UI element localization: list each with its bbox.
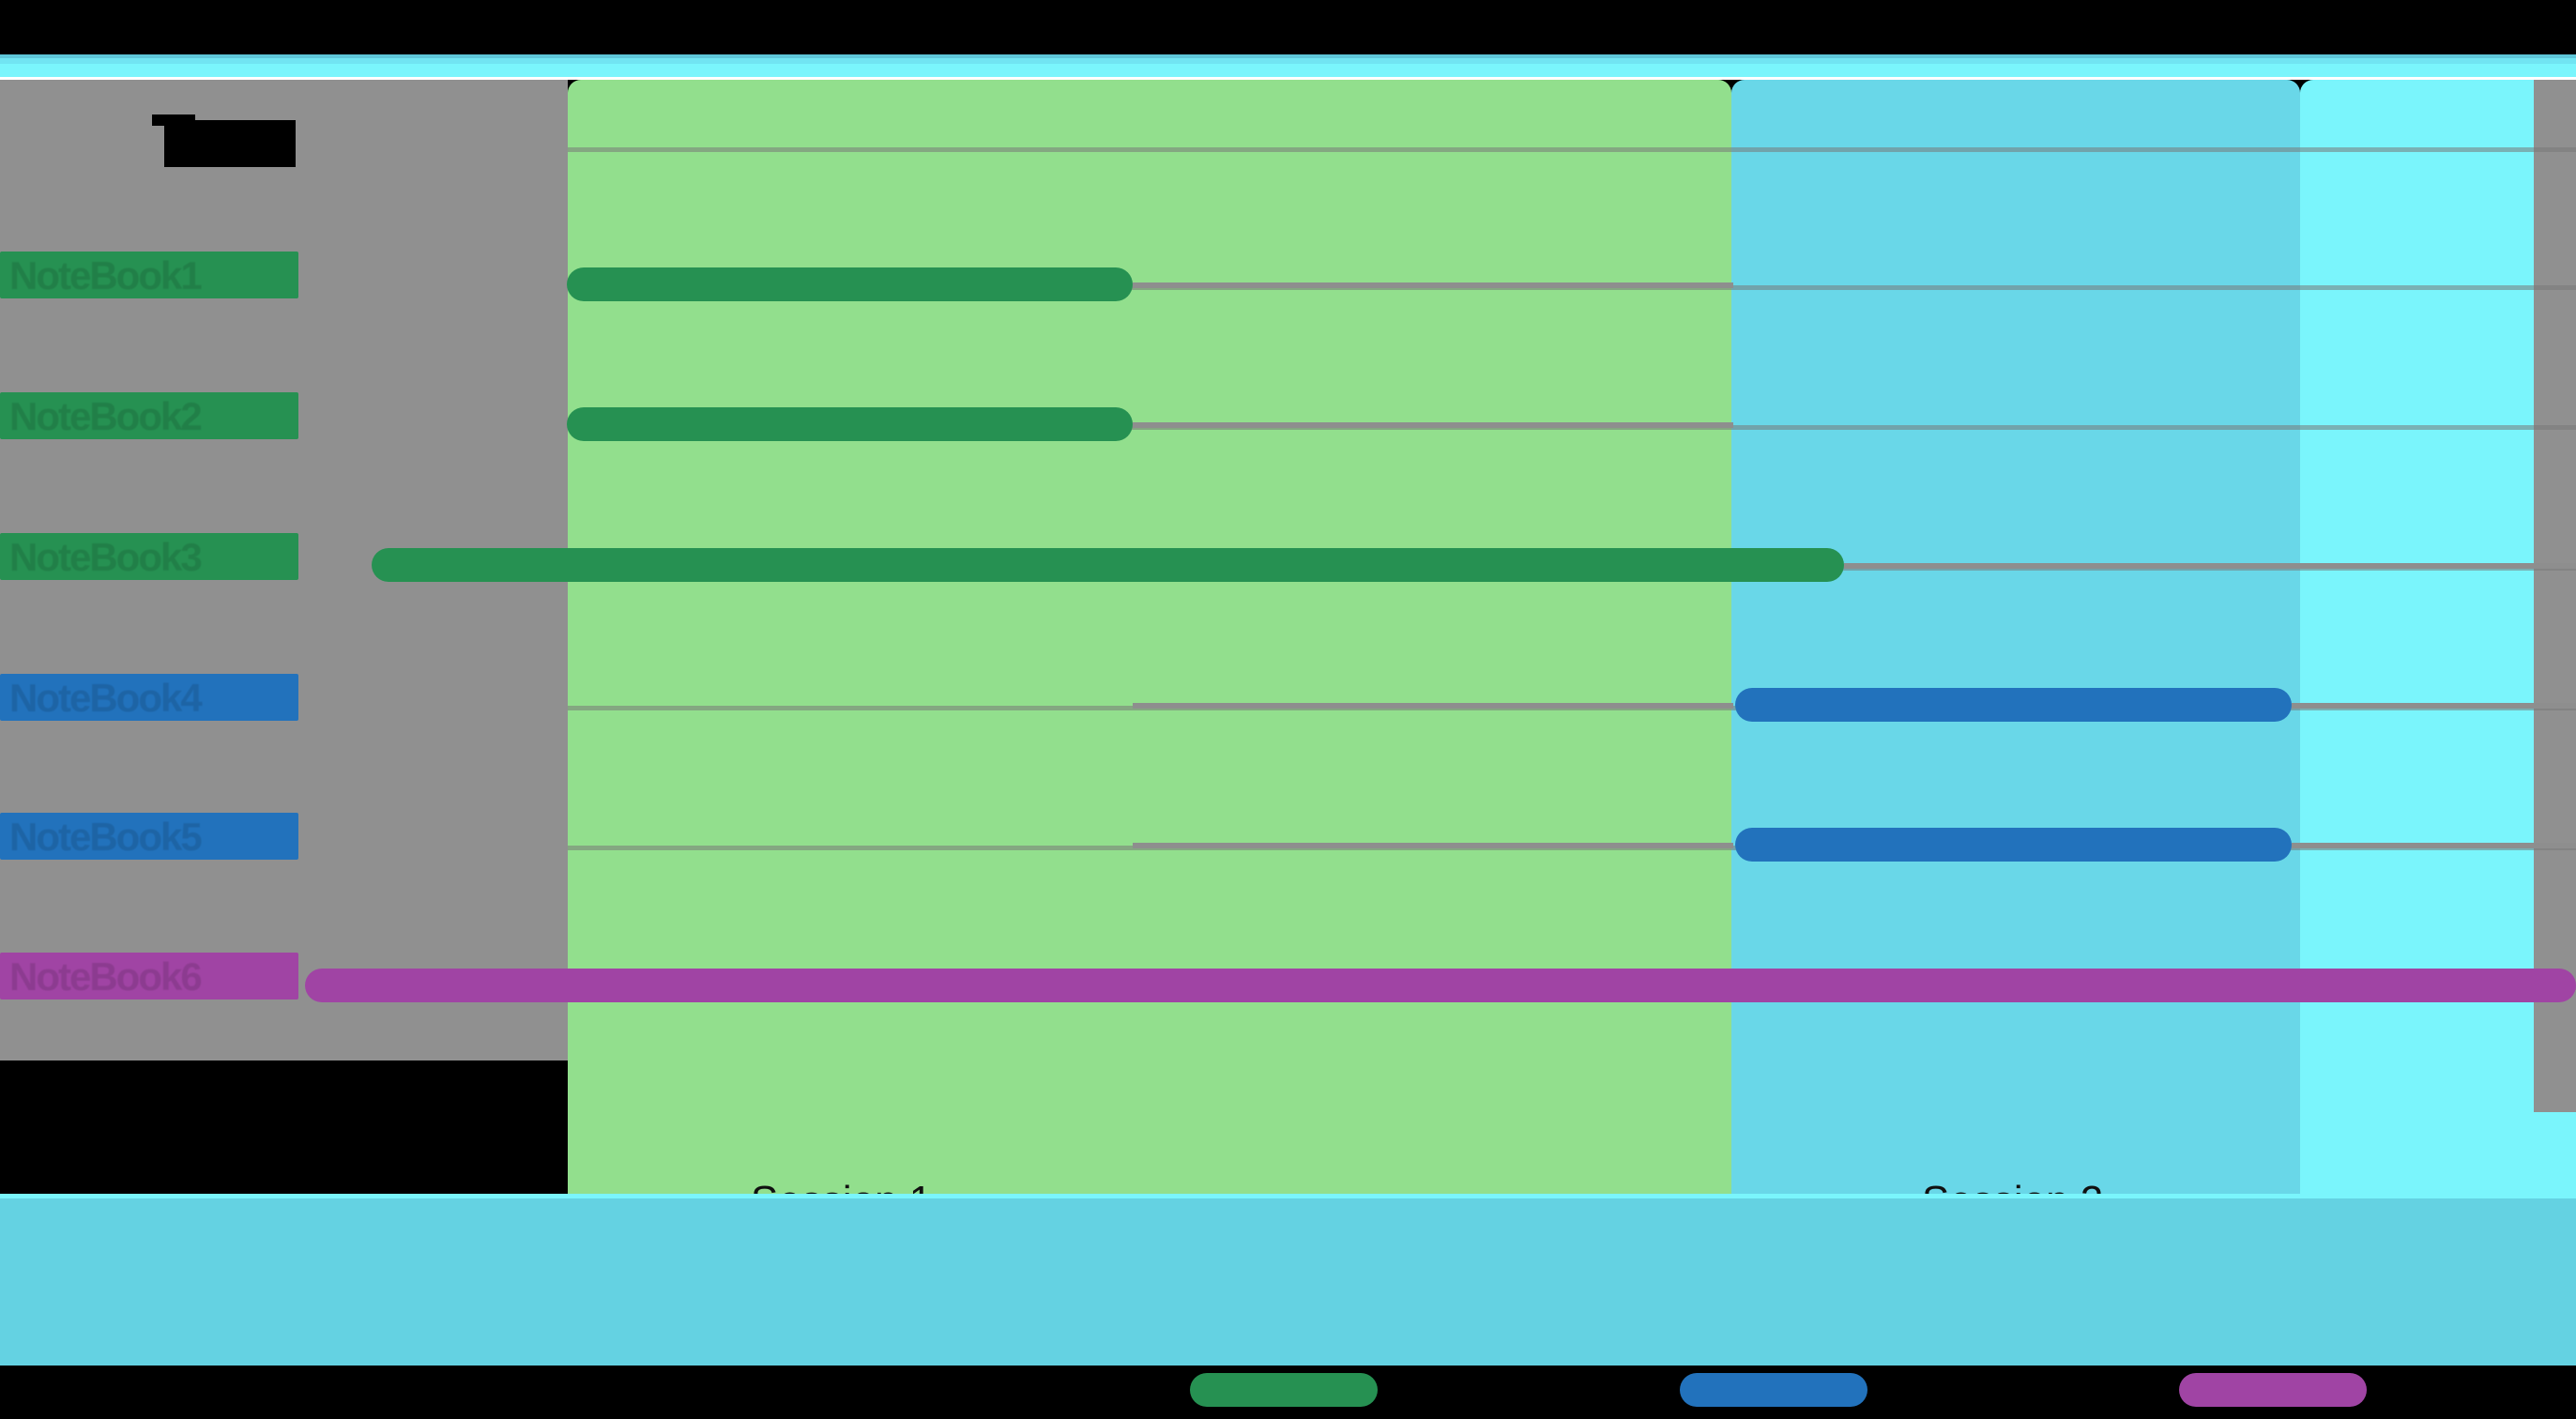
task-connector [1133, 703, 1733, 709]
top-strip-divider [0, 77, 2576, 80]
category-label-1-text: NoteBook2 [9, 394, 203, 438]
task-connector [1133, 282, 1733, 288]
session-band-2 [1731, 80, 2300, 1197]
category-label-2-text: NoteBook3 [9, 535, 203, 579]
task-connector [2292, 703, 2576, 709]
session-band-3 [2300, 80, 2576, 1197]
legend-swatch-blue-icon [1680, 1373, 1867, 1407]
session-band-1 [568, 80, 1731, 1197]
task-connector [1133, 843, 1733, 848]
category-label-0[interactable]: NoteBook1 [0, 252, 298, 298]
right-gutter [2534, 80, 2576, 1112]
legend-swatch-magenta-icon [2179, 1373, 2367, 1407]
gantt-bar-blue-2[interactable] [1735, 828, 2292, 862]
task-connector [2292, 843, 2576, 848]
chart-title-redacted [164, 120, 296, 167]
gantt-bar-green-3[interactable] [372, 548, 1844, 582]
category-label-5[interactable]: NoteBook6 [0, 953, 298, 999]
category-label-4-text: NoteBook5 [9, 815, 203, 859]
task-connector [1133, 422, 1733, 428]
category-label-4[interactable]: NoteBook5 [0, 813, 298, 860]
top-strip-3 [0, 64, 2576, 77]
bottom-band [0, 1198, 2576, 1367]
category-label-3-text: NoteBook4 [9, 676, 203, 720]
row-rule [568, 147, 2576, 152]
plot-area: Session 1 Session 2 [0, 80, 2576, 1224]
gantt-bar-blue-1[interactable] [1735, 688, 2292, 722]
gantt-bar-green-2[interactable] [567, 407, 1133, 441]
category-label-3[interactable]: NoteBook4 [0, 674, 298, 721]
category-label-5-text: NoteBook6 [9, 954, 203, 999]
top-strip-2 [0, 58, 2576, 64]
gantt-bar-green-1[interactable] [567, 267, 1133, 301]
category-label-1[interactable]: NoteBook2 [0, 392, 298, 439]
chart-legend [0, 1366, 2576, 1419]
task-connector [1844, 563, 2576, 569]
top-strip-1 [0, 54, 2576, 58]
gantt-bar-magenta-1[interactable] [305, 969, 2576, 1002]
bottom-highlight-strip [0, 1194, 2576, 1198]
category-label-0-text: NoteBook1 [9, 253, 203, 298]
category-label-2[interactable]: NoteBook3 [0, 533, 298, 580]
legend-swatch-green-icon [1190, 1373, 1378, 1407]
